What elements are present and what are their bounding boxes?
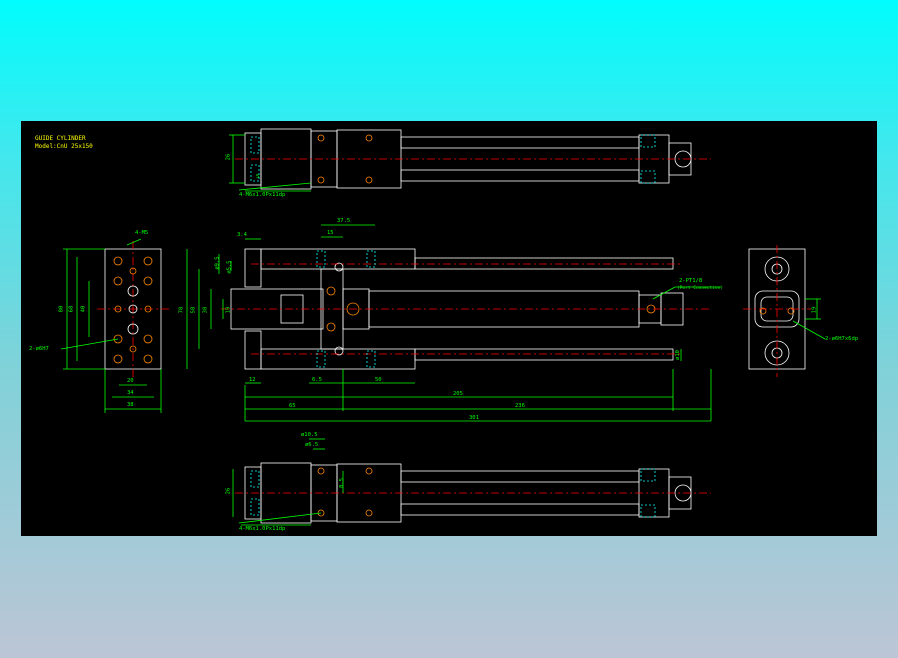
note-left-pin: 2-ø6H7 bbox=[29, 346, 49, 352]
top-view bbox=[229, 128, 711, 192]
front-view-rod-upper bbox=[414, 257, 674, 270]
note-top-tap: 4-M6x1.0Px11dp bbox=[239, 192, 286, 198]
top-view-hidden-3 bbox=[640, 134, 656, 148]
drawing-canvas: GUIDE CYLINDER Model:CnU 25x150 26 5 4-M… bbox=[21, 121, 877, 536]
front-view bbox=[186, 224, 721, 422]
dim-5-top: 5 bbox=[256, 174, 260, 180]
dim-80: 80 bbox=[58, 305, 65, 313]
front-view-rod-lower bbox=[414, 348, 674, 361]
top-view-hole-4 bbox=[365, 176, 373, 184]
note-right-pin: 2-ø6H7x6dp bbox=[825, 336, 859, 342]
dim-19-right: 19 bbox=[811, 306, 818, 314]
dim-37-5: 37.5 bbox=[337, 218, 351, 224]
bottom-view bbox=[232, 438, 711, 526]
dim-34: 34 bbox=[127, 390, 134, 396]
dim-19-side: 19 bbox=[225, 306, 232, 314]
top-view-leader bbox=[238, 182, 312, 191]
dim-6-5-b: ø6.5 bbox=[305, 442, 319, 448]
top-view-hole-2 bbox=[317, 176, 325, 184]
dim-20: 20 bbox=[127, 378, 134, 384]
dim-9-5: ø9.5 bbox=[214, 256, 221, 270]
dim-236: 236 bbox=[515, 403, 525, 409]
drawing-svg bbox=[60, 128, 826, 526]
dim-40: 40 bbox=[80, 305, 87, 313]
dim-26-bottom: 26 bbox=[225, 487, 232, 495]
note-bottom-tap: 4-M6x1.0Px11dp bbox=[239, 526, 286, 532]
dim-8-5: 8.5 bbox=[338, 478, 345, 488]
top-view-hole-1 bbox=[317, 134, 325, 142]
left-end-view bbox=[60, 238, 169, 413]
dim-38-bottom: 38 bbox=[127, 402, 134, 408]
dim-10-5: ø10.5 bbox=[301, 432, 318, 438]
dim-58: 58 bbox=[190, 306, 197, 314]
dim-12: 12 bbox=[249, 377, 256, 383]
drawing-model: Model:CnU 25x150 bbox=[35, 143, 93, 150]
dim-15: 15 bbox=[327, 230, 334, 236]
right-end-view bbox=[743, 245, 826, 377]
top-view-hole-3 bbox=[365, 134, 373, 142]
dim-68: 68 bbox=[68, 305, 75, 313]
dim-38-side: 38 bbox=[202, 306, 209, 314]
dim-6-5: 6.5 bbox=[312, 377, 322, 383]
dim-3-4: 3.4 bbox=[237, 232, 247, 238]
front-view-bottom-block bbox=[260, 348, 416, 370]
note-left-tap: 4-M5 bbox=[135, 230, 149, 236]
top-view-hidden-2 bbox=[250, 164, 260, 182]
dim-10: ø10 bbox=[674, 350, 681, 360]
drawing-title: GUIDE CYLINDER bbox=[35, 135, 86, 142]
dim-5-5: ø5.5 bbox=[226, 260, 233, 274]
dim-301: 301 bbox=[469, 415, 479, 421]
front-view-top-block bbox=[260, 248, 416, 270]
top-view-rod-lower bbox=[400, 169, 640, 182]
top-view-hidden-1 bbox=[250, 136, 260, 154]
note-port-sub: (Port Connection) bbox=[677, 286, 724, 291]
top-view-rod-upper bbox=[400, 136, 640, 149]
note-port: 2-PT1/8 bbox=[679, 278, 703, 284]
top-view-hidden-4 bbox=[640, 170, 656, 184]
dim-50: 50 bbox=[375, 377, 382, 383]
dim-26-top: 26 bbox=[225, 153, 232, 161]
dim-65: 65 bbox=[289, 403, 296, 409]
dim-78: 78 bbox=[178, 306, 185, 314]
dim-205: 205 bbox=[453, 391, 463, 397]
